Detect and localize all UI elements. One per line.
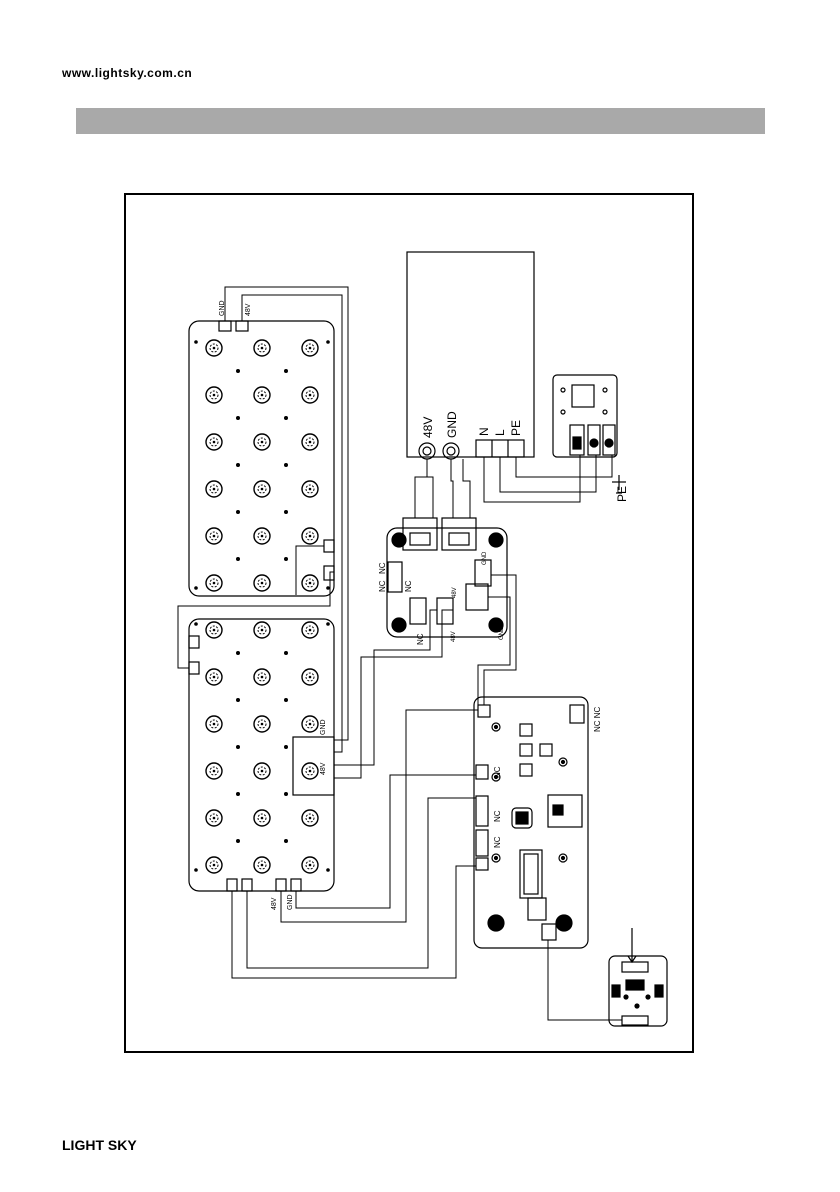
led-emitter (206, 387, 222, 403)
dist-gnd-2: GND (499, 626, 505, 640)
board-screw (194, 340, 198, 344)
power-supply-labels: 48V GND N L PE (421, 411, 523, 438)
led-emitter (302, 387, 318, 403)
led-emitter (254, 669, 270, 685)
board-screw (194, 586, 198, 590)
led-emitter (254, 528, 270, 544)
mount-hole (236, 510, 240, 514)
mount-hole (284, 651, 288, 655)
psu-gnd-label: GND (445, 411, 459, 438)
led-board-top (189, 321, 334, 596)
ctrl-nc-2: NC (493, 810, 502, 822)
led-emitter (254, 622, 270, 638)
led-top-48v-label: 48V (245, 303, 252, 316)
distribution-board (387, 518, 507, 637)
led-emitter (302, 716, 318, 732)
led-emitter (302, 857, 318, 873)
board-screw (194, 868, 198, 872)
dist-48v-b: 48V (451, 631, 457, 642)
ctrl-nc-1: NC (493, 766, 502, 778)
ac-socket (553, 375, 617, 457)
control-board (474, 697, 588, 948)
led-emitter (206, 575, 222, 591)
mount-hole (236, 369, 240, 373)
led-emitter (206, 622, 222, 638)
dist-48v-a: 48V (452, 587, 458, 598)
led-emitter (302, 481, 318, 497)
psu-48v-label: 48V (421, 417, 435, 438)
mount-hole (236, 792, 240, 796)
led-emitter (206, 481, 222, 497)
ctrl-nc-3: NC (493, 836, 502, 848)
mount-hole (236, 651, 240, 655)
led-emitter (254, 810, 270, 826)
led-emitter (206, 763, 222, 779)
dist-nc-1: NC (378, 580, 387, 592)
led-emitter (206, 340, 222, 356)
led-emitter (302, 434, 318, 450)
mount-hole (236, 839, 240, 843)
led-mid-gnd-label: GND (320, 719, 327, 735)
led-emitter (302, 763, 318, 779)
led-emitter (254, 434, 270, 450)
mount-hole (284, 510, 288, 514)
led-emitter (302, 575, 318, 591)
psu-l-label: L (493, 429, 507, 436)
board-screw (326, 868, 330, 872)
led-emitter (302, 669, 318, 685)
board-screw (194, 622, 198, 626)
mount-hole (236, 416, 240, 420)
led-emitter (302, 528, 318, 544)
dist-nc-4: NC (416, 633, 425, 645)
led-bottom-48v-label: 48V (271, 897, 278, 910)
socket-pe-label: PE (615, 486, 629, 502)
wires (178, 287, 622, 1020)
mount-hole (284, 792, 288, 796)
led-emitter (206, 716, 222, 732)
board-screw (326, 586, 330, 590)
led-emitter (206, 434, 222, 450)
mount-hole (284, 745, 288, 749)
led-emitter (254, 481, 270, 497)
led-emitter (254, 857, 270, 873)
led-emitter (302, 810, 318, 826)
led-emitter (206, 528, 222, 544)
mount-hole (284, 463, 288, 467)
led-emitter (206, 669, 222, 685)
board-screw (326, 622, 330, 626)
mount-hole (284, 369, 288, 373)
dist-nc-3: NC (404, 580, 413, 592)
mount-hole (284, 416, 288, 420)
psu-pe-label: PE (509, 420, 523, 436)
led-array-top (194, 340, 330, 591)
led-emitter (302, 622, 318, 638)
led-emitter (254, 575, 270, 591)
psu-n-label: N (477, 427, 491, 436)
led-array-bottom (194, 622, 330, 873)
mount-hole (236, 463, 240, 467)
led-mid-48v-label: 48V (320, 762, 327, 775)
led-emitter (254, 716, 270, 732)
led-emitter (254, 763, 270, 779)
mount-hole (284, 557, 288, 561)
mount-hole (236, 698, 240, 702)
mount-hole (284, 839, 288, 843)
led-emitter (206, 857, 222, 873)
led-emitter (302, 340, 318, 356)
mount-hole (236, 557, 240, 561)
led-bottom-gnd-label: GND (287, 894, 294, 910)
led-emitter (254, 340, 270, 356)
led-emitter (254, 387, 270, 403)
dist-nc-2: NC (378, 562, 387, 574)
dist-gnd-1: GND (482, 551, 488, 565)
mount-hole (284, 698, 288, 702)
led-board-bottom (189, 619, 334, 891)
ctrl-nc-nc: NC NC (593, 706, 602, 732)
mount-hole (236, 745, 240, 749)
sensor-board (609, 928, 667, 1026)
board-screw (326, 340, 330, 344)
led-emitter (206, 810, 222, 826)
